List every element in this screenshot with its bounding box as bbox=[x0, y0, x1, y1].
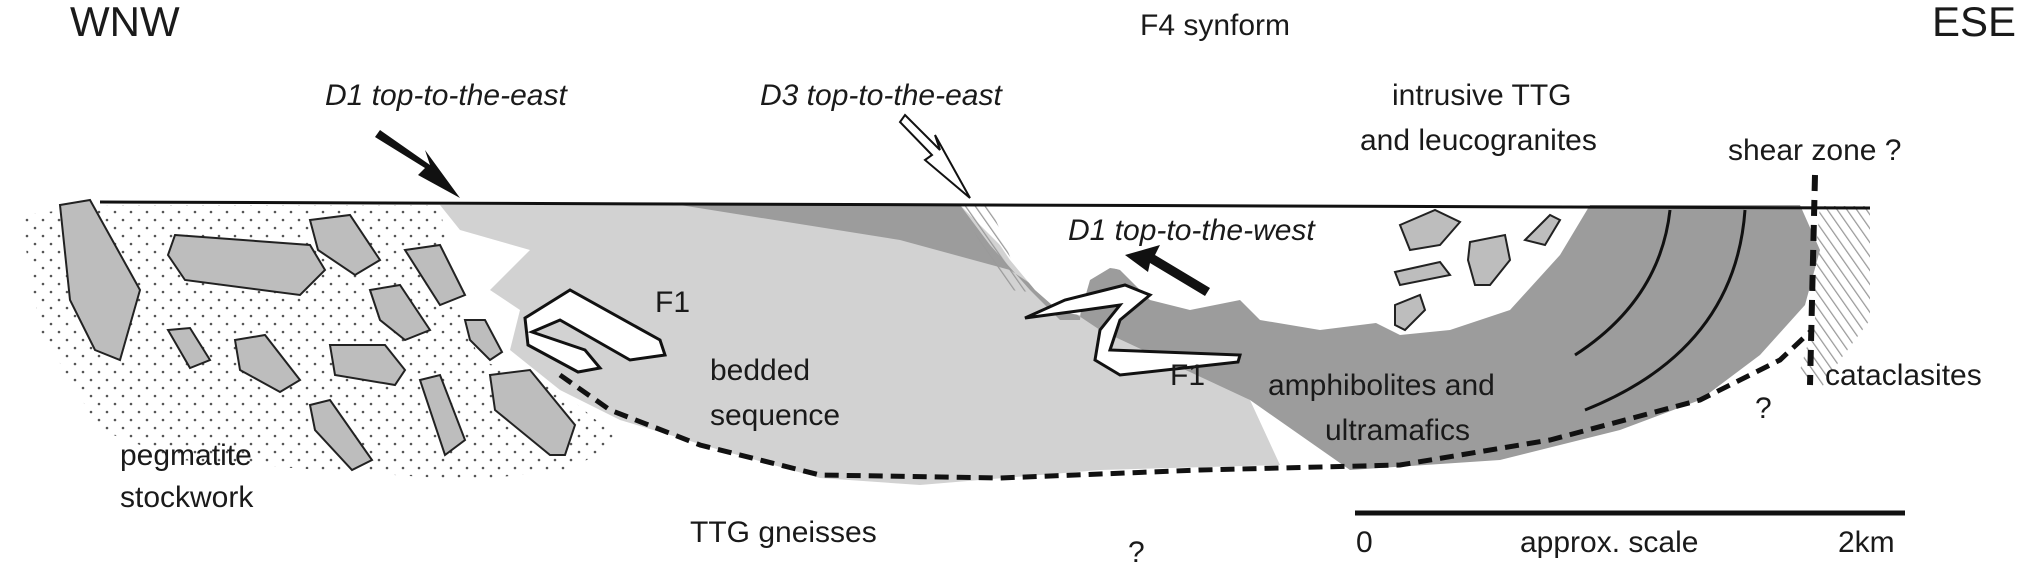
ttg-contact-line bbox=[558, 328, 1814, 481]
intrusive-clasts bbox=[1393, 208, 1562, 332]
question-mark-right: ? bbox=[1755, 392, 1772, 425]
ttg-gneisses-label: TTG gneisses bbox=[690, 516, 877, 549]
d1-east-arrow bbox=[375, 130, 460, 198]
d3-east-arrow bbox=[898, 113, 971, 199]
bedded-label-line2: sequence bbox=[710, 399, 840, 432]
intrusive-label-line2: and leucogranites bbox=[1360, 124, 1597, 157]
shear-zone-line bbox=[1807, 174, 1818, 386]
bedded-sequence-unit bbox=[440, 205, 1280, 485]
scale-start-label: 0 bbox=[1356, 526, 1373, 559]
f1-right-label: F1 bbox=[1170, 359, 1205, 392]
d1-west-label: D1 top-to-the-west bbox=[1068, 214, 1316, 247]
structure-title: F4 synform bbox=[1140, 9, 1290, 42]
d1-west-arrow bbox=[1125, 245, 1210, 296]
east-orientation-label: ESE bbox=[1932, 0, 2016, 45]
scale-title-label: approx. scale bbox=[1520, 526, 1698, 559]
surface-line bbox=[99, 200, 1871, 210]
cataclasite-hatch-left bbox=[962, 206, 1030, 292]
bedded-label-line1: bedded bbox=[710, 354, 810, 387]
f1-left-label: F1 bbox=[655, 286, 690, 319]
cataclasites-label: cataclasites bbox=[1825, 359, 1982, 392]
f1-fold-right bbox=[1024, 283, 1242, 377]
amphibolite-label-line1: amphibolites and bbox=[1268, 369, 1495, 402]
cataclasite-hatch-right bbox=[1800, 206, 1870, 390]
shear-zone-label: shear zone ? bbox=[1728, 134, 1901, 167]
f1-fold-left bbox=[523, 288, 667, 374]
pegmatite-clasts bbox=[58, 198, 577, 472]
d3-east-label: D3 top-to-the-east bbox=[760, 79, 1003, 112]
scale-end-label: 2km bbox=[1838, 526, 1895, 559]
d1-east-label: D1 top-to-the-east bbox=[325, 79, 568, 112]
foliation-lines bbox=[1574, 209, 1747, 412]
pegmatite-label-line1: pegmatite bbox=[120, 439, 252, 472]
intrusive-label-line1: intrusive TTG bbox=[1392, 79, 1572, 112]
question-mark-bottom: ? bbox=[1128, 536, 1145, 569]
pegmatite-label-line2: stockwork bbox=[120, 481, 254, 514]
west-orientation-label: WNW bbox=[70, 0, 180, 45]
amphibolite-label-line2: ultramafics bbox=[1325, 414, 1470, 447]
pegmatite-stockwork-area bbox=[20, 205, 620, 480]
